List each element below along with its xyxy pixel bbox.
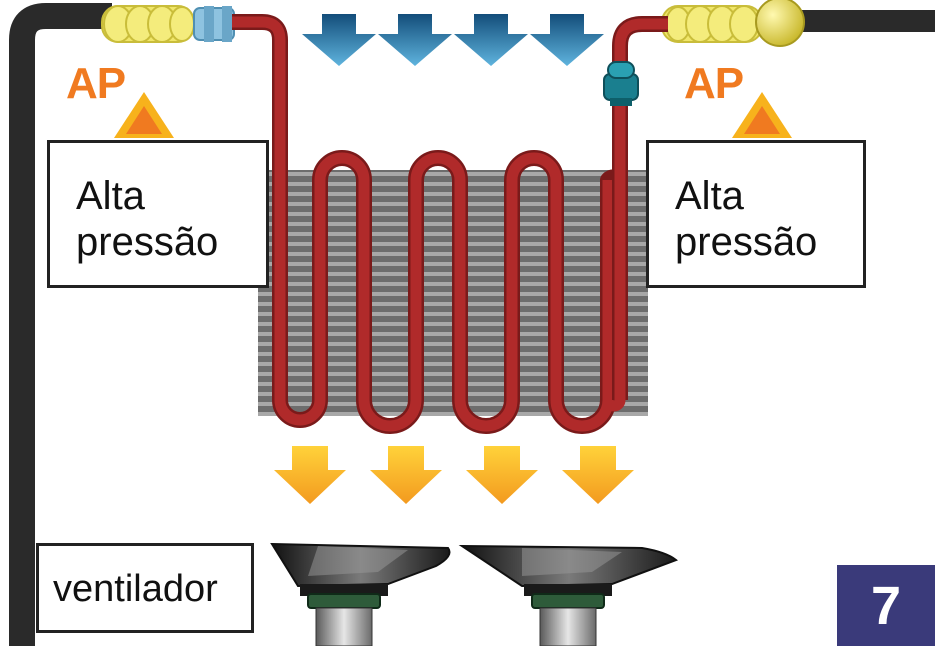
hot-air-arrow-icon [274,446,346,504]
right-riser-tube-highlight [614,18,668,400]
pressure-label-line: Alta [76,174,145,218]
coil-tube-highlight [232,16,614,432]
service-valve-icon [603,61,639,106]
left-hose [9,3,112,646]
pressure-label-line: pressão [76,220,219,264]
pressure-label-line: Alta [675,174,744,218]
high-pressure-box-left: Alta pressão [47,140,269,288]
step-badge: 7 [837,565,935,646]
cold-air-arrow-icon [530,14,604,66]
fan-icon [270,542,451,646]
cold-air-arrow-icon [454,14,528,66]
hot-air-arrow-icon [466,446,538,504]
fan-label: ventilador [53,568,218,610]
cold-air-arrow-icon [378,14,452,66]
pressure-label-line: pressão [675,220,818,264]
hot-air-arrow-icon [370,446,442,504]
cold-air-arrows [302,14,604,66]
fan-icon [458,544,678,646]
cold-air-arrow-icon [302,14,376,66]
left-hose-fitting [101,5,235,43]
fan-label-box: ventilador [36,543,254,633]
fin-stripe [258,412,648,416]
right-hose [795,10,935,32]
ap-label-left: AP [66,59,126,108]
pressure-up-arrow-icon [126,106,162,134]
high-pressure-box-right: Alta pressão [646,140,866,288]
coil-end-bend [602,399,626,412]
ap-label-right: AP [684,59,744,108]
hot-air-arrow-icon [562,446,634,504]
pressure-up-arrow-icon [744,106,780,134]
hot-air-arrows [274,446,634,504]
right-hose-fitting [661,0,805,47]
